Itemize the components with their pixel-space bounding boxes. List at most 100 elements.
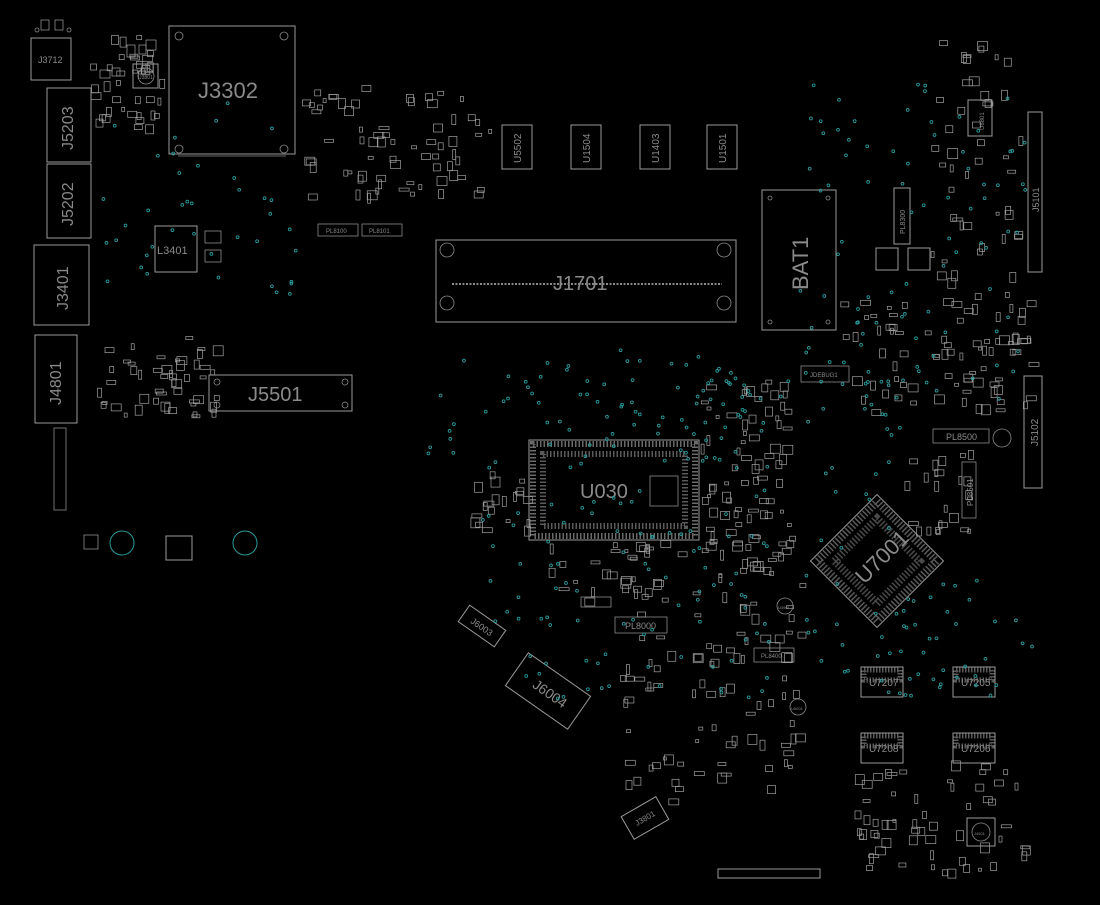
smd-pad (783, 750, 795, 757)
smd-pad (877, 325, 882, 336)
smd-pad (999, 335, 1010, 346)
smd-pad (785, 630, 793, 635)
smd-pad (410, 191, 415, 197)
via (694, 401, 699, 406)
smd-pad (164, 402, 171, 414)
via (923, 83, 928, 88)
via (556, 562, 560, 566)
via (994, 683, 999, 687)
smd-pad (781, 742, 791, 748)
smd-pad (741, 455, 752, 461)
smd-pad (924, 330, 932, 336)
smd-pad (133, 124, 143, 130)
via (976, 128, 981, 133)
smd-pad (936, 271, 947, 281)
smd-pad (959, 220, 964, 231)
via (289, 281, 294, 286)
via (656, 423, 661, 428)
smd-pad (873, 832, 880, 839)
via (736, 412, 740, 417)
via (706, 381, 711, 385)
smd-pad (476, 187, 485, 193)
smd-pad (951, 760, 961, 772)
smd-pad (1003, 769, 1009, 776)
via (866, 369, 871, 374)
via (873, 611, 878, 616)
smd-pad (197, 347, 206, 351)
smd-pad (995, 211, 1000, 216)
via (177, 171, 182, 175)
via (584, 658, 589, 663)
via (931, 354, 936, 358)
smd-pad (361, 85, 372, 92)
smd-pad (966, 803, 972, 810)
smd-pad (899, 350, 909, 358)
smd-pad (733, 540, 743, 547)
via (869, 402, 874, 407)
smd-pad (488, 129, 493, 134)
smd-pad (978, 45, 985, 53)
smd-pad (90, 63, 97, 71)
smd-pad (653, 579, 662, 590)
smd-pad (692, 653, 704, 664)
smd-pad (127, 110, 138, 118)
pl8100-footprint: PL8100 (317, 223, 359, 237)
smd-pad (912, 819, 918, 830)
via (946, 195, 950, 200)
smd-pad (211, 408, 217, 418)
via (746, 695, 751, 700)
via (865, 144, 870, 149)
via (859, 343, 863, 347)
smd-pad (644, 547, 651, 558)
j1701-label: J1701 (553, 273, 608, 295)
smd-pad (863, 815, 871, 826)
via (827, 360, 832, 364)
smd-pad (625, 780, 633, 790)
via (928, 595, 933, 600)
smd-pad (426, 139, 437, 145)
smd-pad (770, 390, 780, 401)
smd-pad (873, 773, 884, 781)
smd-pad (135, 117, 145, 124)
smd-pad (152, 367, 163, 373)
smd-pad (725, 529, 737, 536)
via (209, 252, 214, 256)
smd-pad (781, 652, 793, 663)
via (887, 526, 891, 530)
smd-pad (795, 733, 806, 743)
smd-pad (949, 513, 959, 523)
via (983, 656, 988, 661)
via (214, 118, 219, 123)
u7208-footprint: U7208 (860, 732, 904, 764)
smd-pad (782, 426, 793, 431)
via (717, 457, 722, 462)
via (189, 201, 194, 206)
smd-pad (972, 377, 984, 388)
via (916, 672, 921, 677)
smd-pad (888, 324, 898, 332)
smd-pad (959, 856, 966, 866)
smd-pad (963, 308, 974, 314)
via (906, 161, 910, 166)
j5101-label: J5101 (1031, 187, 1041, 212)
via (621, 550, 626, 555)
smd-pad (786, 523, 792, 527)
smd-pad (724, 481, 730, 486)
smd-pad (145, 96, 155, 104)
via (754, 494, 759, 499)
smd-pad (968, 76, 980, 87)
smd-pad (610, 549, 621, 553)
via (656, 431, 660, 436)
smd-pad (129, 53, 139, 59)
via (180, 203, 185, 207)
smd-pad (358, 170, 367, 182)
smd-pad (949, 164, 954, 173)
via (592, 500, 596, 504)
smd-pad (782, 444, 794, 455)
via (786, 379, 791, 384)
via (729, 371, 733, 375)
smd-pad (784, 759, 788, 768)
via (585, 392, 589, 397)
smd-pad (930, 850, 934, 861)
via (973, 674, 978, 678)
